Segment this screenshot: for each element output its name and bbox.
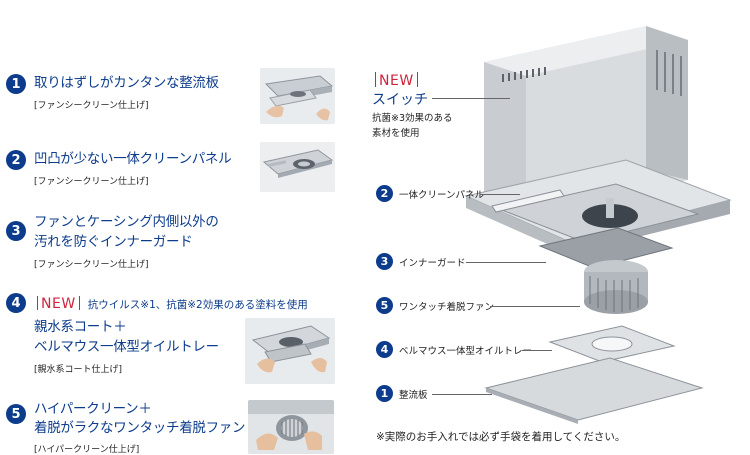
leader-line	[466, 262, 546, 263]
callout-number: 3	[376, 253, 393, 270]
callout-number: 1	[376, 385, 393, 402]
leader-line	[480, 194, 520, 195]
leader-line	[432, 98, 510, 99]
feature-number: 5	[6, 404, 26, 424]
callout-label: インナーガード	[399, 257, 466, 269]
callout-label: ワンタッチ着脱ファン	[399, 301, 495, 313]
new-mark: NEW	[41, 296, 76, 312]
feature-finish: [ハイパークリーン仕上げ]	[34, 445, 140, 455]
feature-title: 凹凸が少ない一体クリーンパネル	[34, 151, 232, 167]
callout-label: ベルマウス一体型オイルトレー	[399, 345, 533, 357]
leader-line	[522, 350, 552, 351]
leader-line	[490, 306, 580, 307]
feature-number: 1	[6, 74, 26, 94]
switch-desc-line2: 素材を使用	[372, 128, 420, 139]
feature-finish: [親水系コート仕上げ]	[34, 365, 123, 375]
feature-title-line2: ベルマウス一体型オイルトレー	[34, 339, 219, 355]
feature-title: ファンとケーシング内側以外の	[34, 214, 219, 230]
callout-oil-tray: 4 ベルマウス一体型オイルトレー	[376, 341, 532, 358]
clean-panel-photo	[260, 142, 335, 192]
callout-inner-guard: 3 インナーガード	[376, 253, 466, 270]
feature-title-line2: 着脱がラクなワンタッチ着脱ファン	[34, 420, 246, 436]
switch-title: スイッチ	[372, 92, 428, 108]
feature-title: 親水系コート＋	[34, 319, 127, 335]
callout-fan: 5 ワンタッチ着脱ファン	[376, 297, 494, 314]
callout-number: 5	[376, 297, 393, 314]
callout-label: 整流板	[399, 389, 428, 401]
feature-title: 取りはずしがカンタンな整流板	[34, 75, 219, 91]
feature-finish: [ファンシークリーン仕上げ]	[34, 101, 149, 111]
baffle-plate-photo	[260, 68, 335, 124]
callout-number: 4	[376, 341, 393, 358]
callout-baffle: 1 整流板	[376, 385, 428, 402]
switch-desc: 抗菌※3効果のある	[372, 113, 453, 124]
leader-line	[432, 394, 492, 395]
bellmouth-tray-photo	[245, 318, 335, 384]
feature-title-line2: 汚れを防ぐインナーガード	[34, 234, 193, 250]
new-mark: NEW	[379, 73, 414, 89]
feature-title: ハイパークリーン＋	[34, 401, 152, 417]
feature-number: 2	[6, 150, 26, 170]
feature-number: 3	[6, 221, 26, 241]
feature-number: 4	[6, 293, 26, 313]
callout-label: 一体クリーンパネル	[399, 189, 485, 201]
feature-finish: [ファンシークリーン仕上げ]	[34, 260, 149, 270]
feature-new-row: NEW 抗ウイルス※1、抗菌※2効果のある塗料を使用	[34, 293, 308, 312]
callout-number: 2	[376, 185, 393, 202]
range-hood-diagram	[464, 26, 732, 424]
one-touch-fan-photo	[248, 400, 334, 454]
feature-new-note: 抗ウイルス※1、抗菌※2効果のある塗料を使用	[87, 299, 308, 311]
glove-note: ※実際のお手入れでは必ず手袋を着用してください。	[376, 431, 626, 443]
feature-finish: [ファンシークリーン仕上げ]	[34, 177, 149, 187]
switch-feature: NEW スイッチ 抗菌※3効果のある 素材を使用	[372, 70, 453, 141]
callout-clean-panel: 2 一体クリーンパネル	[376, 185, 484, 202]
